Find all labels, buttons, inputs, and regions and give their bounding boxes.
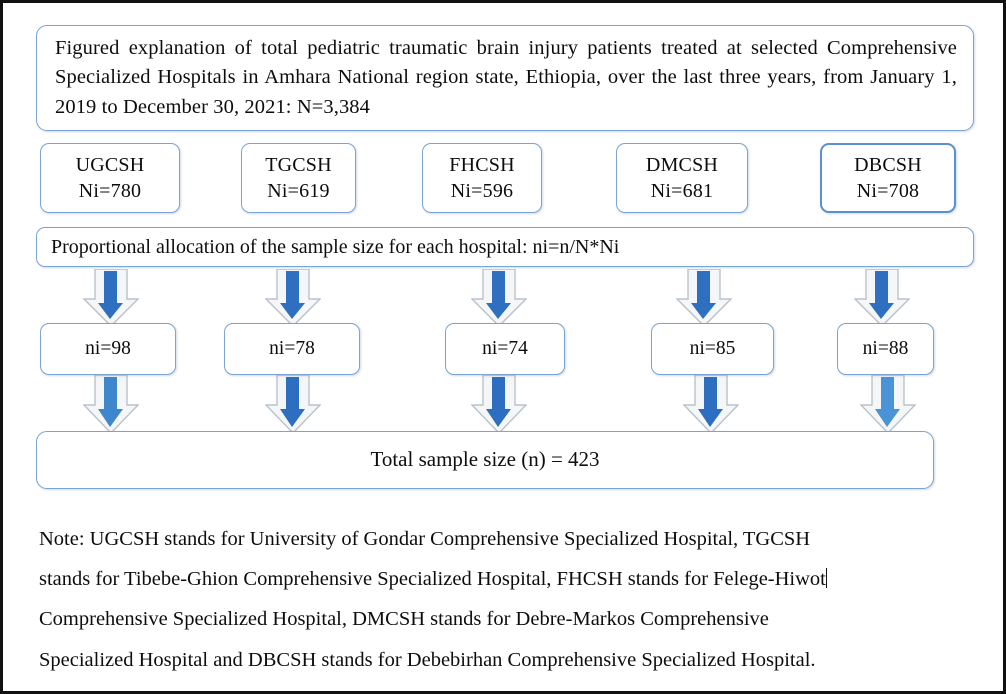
arrow-ni-to-total-4 bbox=[683, 375, 739, 435]
arrow-alloc-to-ni-4 bbox=[676, 269, 732, 327]
hospital-box-ugcsh: UGCSH Ni=780 bbox=[40, 143, 180, 213]
sample-box-tgcsh: ni=78 bbox=[224, 323, 360, 375]
arrow-alloc-to-ni-3 bbox=[471, 269, 527, 327]
allocation-formula-text: Proportional allocation of the sample si… bbox=[51, 236, 620, 258]
note-block: Note: UGCSH stands for University of Gon… bbox=[39, 519, 977, 680]
header-box: Figured explanation of total pediatric t… bbox=[36, 25, 974, 131]
arrow-ni-to-total-5 bbox=[860, 375, 916, 435]
note-line-2: stands for Tibebe-Ghion Comprehensive Sp… bbox=[39, 559, 977, 599]
note-line-4: Specialized Hospital and DBCSH stands fo… bbox=[39, 648, 816, 671]
note-line-3: Comprehensive Specialized Hospital, DMCS… bbox=[39, 608, 769, 631]
header-text: Figured explanation of total pediatric t… bbox=[55, 37, 957, 118]
sample-size-dbcsh: ni=88 bbox=[862, 338, 909, 360]
sample-size-tgcsh: ni=78 bbox=[269, 338, 315, 360]
arrow-alloc-to-ni-5 bbox=[854, 269, 910, 327]
hospital-box-dmcsh: DMCSH Ni=681 bbox=[616, 143, 748, 213]
hospital-box-dbcsh: DBCSH Ni=708 bbox=[820, 143, 956, 213]
hospital-name-ugcsh: UGCSH bbox=[75, 154, 145, 176]
hospital-population-tgcsh: Ni=619 bbox=[267, 180, 330, 202]
hospital-name-tgcsh: TGCSH bbox=[265, 154, 332, 176]
text-caret bbox=[825, 568, 827, 588]
allocation-formula-box: Proportional allocation of the sample si… bbox=[36, 227, 974, 267]
hospital-box-tgcsh: TGCSH Ni=619 bbox=[241, 143, 356, 213]
hospital-population-dmcsh: Ni=681 bbox=[650, 180, 714, 202]
hospital-population-ugcsh: Ni=780 bbox=[78, 180, 142, 202]
note-line-2-text: stands for Tibebe-Ghion Comprehensive Sp… bbox=[39, 568, 826, 591]
hospital-name-dbcsh: DBCSH bbox=[854, 154, 922, 176]
total-sample-box: Total sample size (n) = 423 bbox=[36, 431, 934, 489]
hospital-population-dbcsh: Ni=708 bbox=[856, 180, 920, 202]
sample-size-fhcsh: ni=74 bbox=[482, 338, 528, 360]
hospital-name-fhcsh: FHCSH bbox=[449, 154, 515, 176]
arrow-alloc-to-ni-2 bbox=[265, 269, 321, 327]
arrow-alloc-to-ni-1 bbox=[83, 269, 139, 327]
sample-size-ugcsh: ni=98 bbox=[85, 338, 131, 360]
sample-box-dmcsh: ni=85 bbox=[651, 323, 774, 375]
sample-size-dmcsh: ni=85 bbox=[689, 338, 736, 360]
note-line-1: Note: UGCSH stands for University of Gon… bbox=[39, 528, 811, 550]
arrow-ni-to-total-1 bbox=[83, 375, 139, 435]
total-sample-text: Total sample size (n) = 423 bbox=[370, 447, 600, 472]
arrow-ni-to-total-3 bbox=[471, 375, 527, 435]
hospital-population-fhcsh: Ni=596 bbox=[450, 180, 514, 202]
sample-box-fhcsh: ni=74 bbox=[445, 323, 565, 375]
hospital-box-fhcsh: FHCSH Ni=596 bbox=[422, 143, 542, 213]
sample-box-dbcsh: ni=88 bbox=[837, 323, 934, 375]
arrow-ni-to-total-2 bbox=[265, 375, 321, 435]
sample-box-ugcsh: ni=98 bbox=[40, 323, 176, 375]
hospital-name-dmcsh: DMCSH bbox=[645, 154, 719, 176]
